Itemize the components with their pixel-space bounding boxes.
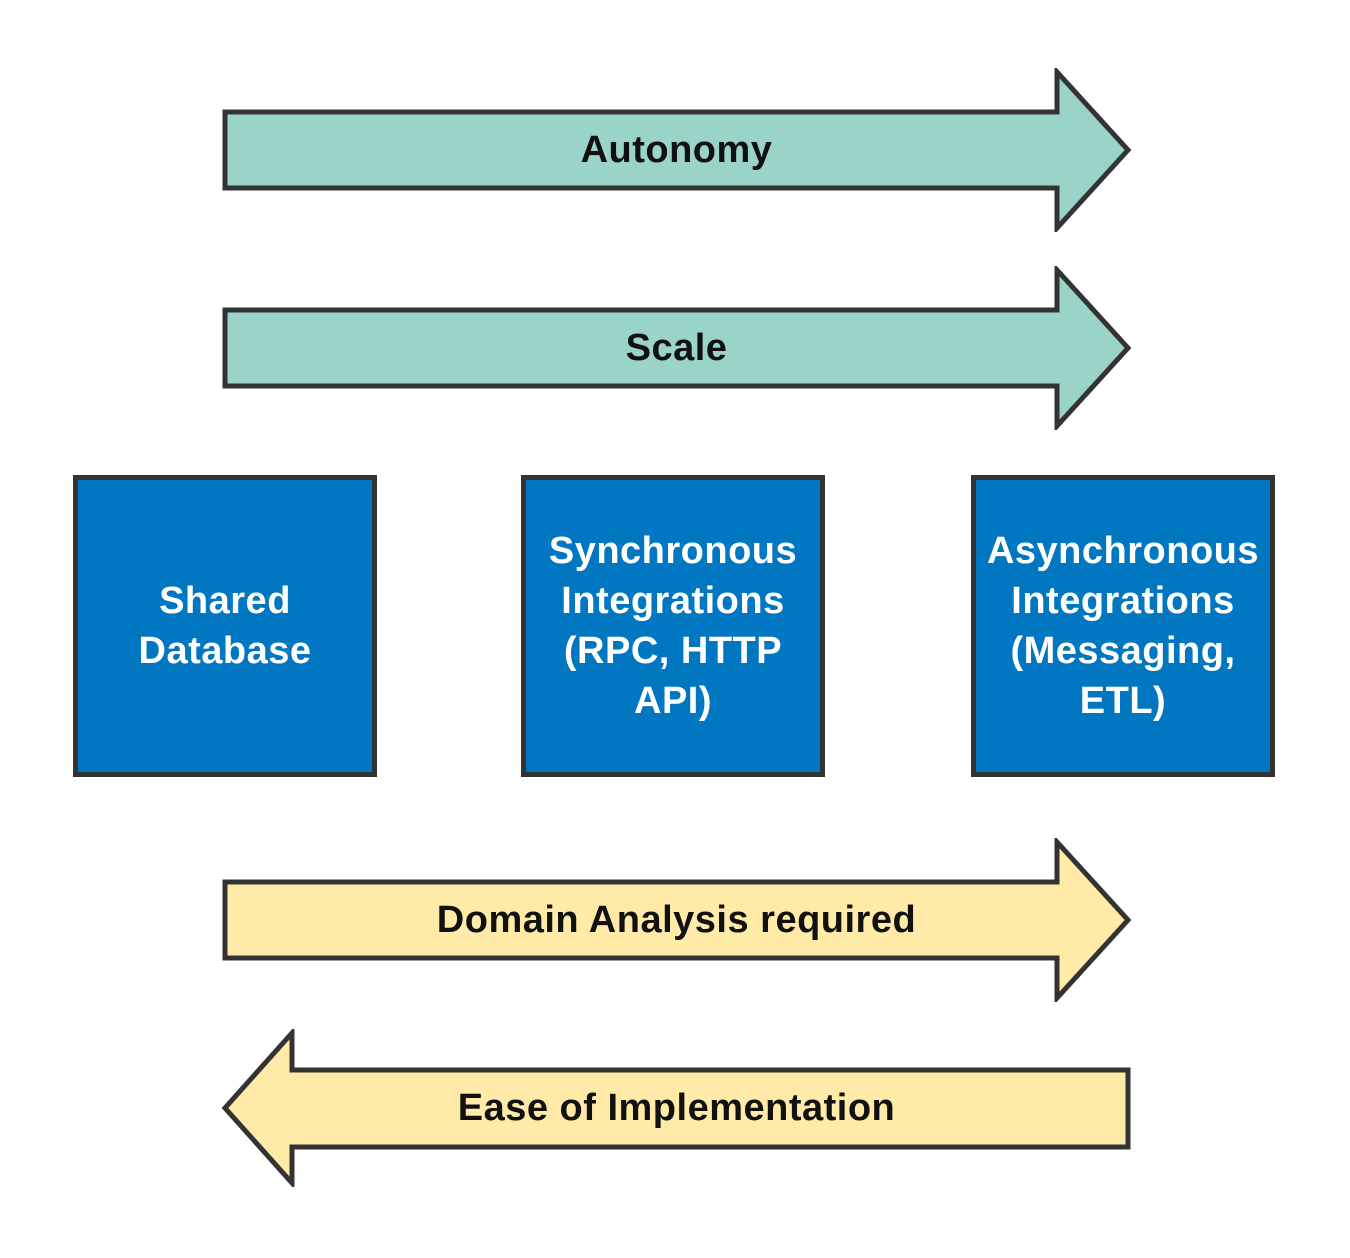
arrow-polygon bbox=[222, 68, 1132, 232]
domain-analysis-arrow: Domain Analysis required bbox=[221, 838, 1132, 1002]
ease-of-implementation-arrow-label: Ease of Implementation bbox=[457, 1086, 896, 1129]
scale-arrow-label: Scale bbox=[625, 326, 728, 369]
arrow-polygon bbox=[222, 266, 1132, 430]
box-asynchronous-integrations: Asynchronous Integrations (Messaging, ET… bbox=[971, 475, 1275, 777]
box-shared-database: Shared Database bbox=[73, 475, 377, 777]
arrow-polygon bbox=[222, 838, 1132, 1002]
box-synchronous-integrations: Synchronous Integrations (RPC, HTTP API) bbox=[521, 475, 825, 777]
autonomy-arrow: Autonomy bbox=[221, 68, 1132, 232]
left-arrow-shape bbox=[221, 1029, 1131, 1187]
autonomy-arrow-label: Autonomy bbox=[580, 128, 773, 171]
box-shared-database-label: Shared Database bbox=[138, 580, 312, 672]
ease-of-implementation-arrow: Ease of Implementation bbox=[221, 1029, 1132, 1187]
box-asynchronous-integrations-label: Asynchronous Integrations (Messaging, ET… bbox=[986, 530, 1260, 722]
right-arrow-shape bbox=[222, 68, 1132, 232]
scale-arrow: Scale bbox=[221, 266, 1132, 430]
arrow-polygon bbox=[221, 1029, 1131, 1187]
right-arrow-shape bbox=[222, 838, 1132, 1002]
domain-analysis-arrow-label: Domain Analysis required bbox=[436, 898, 917, 941]
right-arrow-shape bbox=[222, 266, 1132, 430]
box-synchronous-integrations-label: Synchronous Integrations (RPC, HTTP API) bbox=[548, 530, 798, 722]
